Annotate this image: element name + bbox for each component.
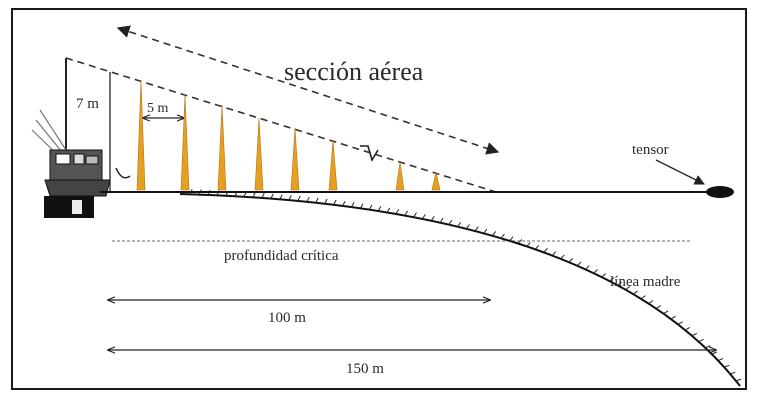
hook-tick <box>724 364 730 368</box>
hook-tick <box>288 195 292 201</box>
hook-tick <box>560 254 565 260</box>
hook-tick <box>509 236 514 242</box>
hook-tick <box>625 285 631 291</box>
hook-tick <box>551 251 557 256</box>
hook-tick <box>585 265 590 270</box>
hook-tick <box>342 200 346 207</box>
hook-tick <box>670 315 676 320</box>
hook-tick <box>691 332 698 337</box>
dist-100-label: 100 m <box>268 310 306 326</box>
hook-tick <box>189 189 193 195</box>
hook-tick <box>601 273 607 278</box>
hook-tick <box>576 261 582 267</box>
tensor-label: tensor <box>632 142 669 158</box>
branch-line <box>217 104 227 191</box>
hook-tick <box>297 195 301 202</box>
hook-tick <box>279 194 283 200</box>
dist-150-label: 150 m <box>346 361 384 377</box>
hook-tick <box>368 204 373 210</box>
hook-tick <box>350 202 355 208</box>
hook-tick <box>640 295 646 300</box>
hook-tick <box>711 351 717 355</box>
buoy-icon <box>706 186 734 198</box>
branch-line <box>395 161 405 191</box>
hook-tick <box>609 277 615 282</box>
hook-tick <box>324 198 328 204</box>
mainline-label: línea madre <box>610 274 681 290</box>
hook-tick <box>698 338 704 343</box>
hook-tick <box>465 224 470 230</box>
hook-tick <box>474 226 479 232</box>
branch-line <box>136 79 146 191</box>
hook-tick <box>377 206 382 212</box>
hook-tick <box>457 221 462 227</box>
hook-tick <box>439 217 444 223</box>
hook-tick <box>252 192 256 198</box>
tensor-arrow <box>655 159 705 185</box>
hook-tick <box>593 269 598 274</box>
hook-tick <box>500 233 505 239</box>
hook-tick <box>270 193 274 199</box>
hook-tick <box>234 191 238 197</box>
hook-tick <box>568 258 574 263</box>
hook-tick <box>422 214 426 220</box>
hook-tick <box>386 207 391 213</box>
hook-tick <box>617 281 623 286</box>
boat-icon <box>31 58 131 218</box>
hook-tick <box>413 212 417 218</box>
branch-lines <box>136 79 441 191</box>
critical-depth-label: profundidad crítica <box>224 248 339 264</box>
hook-tick <box>526 241 531 247</box>
branch-line <box>180 93 190 191</box>
mainline-hooks <box>189 189 742 382</box>
hook-tick <box>730 371 736 375</box>
branch-line <box>328 139 338 191</box>
hook-tick <box>207 189 211 196</box>
hook-tick <box>684 326 691 331</box>
mainline-curve <box>179 193 741 387</box>
hook-tick <box>492 231 497 237</box>
hook-tick <box>306 196 310 203</box>
figure-frame <box>11 8 747 390</box>
height-label: 7 m <box>76 96 99 112</box>
aerial-section-label: sección aérea <box>284 57 424 86</box>
hook-tick <box>333 199 337 206</box>
hook-tick <box>717 358 724 362</box>
aerial-top-dashed <box>65 57 497 193</box>
hook-tick <box>543 248 548 253</box>
hook-tick <box>648 300 654 305</box>
hook-tick <box>404 210 409 216</box>
hook-tick <box>430 215 435 221</box>
hook-tick <box>315 197 319 203</box>
hook-tick <box>198 189 202 195</box>
hook-tick <box>534 244 540 250</box>
break-symbol <box>360 145 379 162</box>
hook-tick <box>663 310 669 315</box>
aerial-section-arrow <box>116 25 500 155</box>
hook-tick <box>448 219 453 225</box>
hook-tick <box>216 190 220 196</box>
branch-line <box>254 117 264 191</box>
branch-line <box>431 171 441 191</box>
hook-tick <box>359 203 364 209</box>
hook-tick <box>261 192 265 199</box>
hook-tick <box>517 239 523 244</box>
hook-tick <box>633 290 638 295</box>
hook-tick <box>243 191 247 197</box>
hook-tick <box>655 305 661 310</box>
hook-tick <box>735 378 742 382</box>
spacing-label: 5 m <box>147 101 169 116</box>
hook-tick <box>225 190 229 196</box>
hook-tick <box>483 228 488 234</box>
hook-tick <box>677 321 683 325</box>
branch-line <box>290 127 300 191</box>
hook-tick <box>705 345 711 349</box>
hook-tick <box>395 209 400 215</box>
